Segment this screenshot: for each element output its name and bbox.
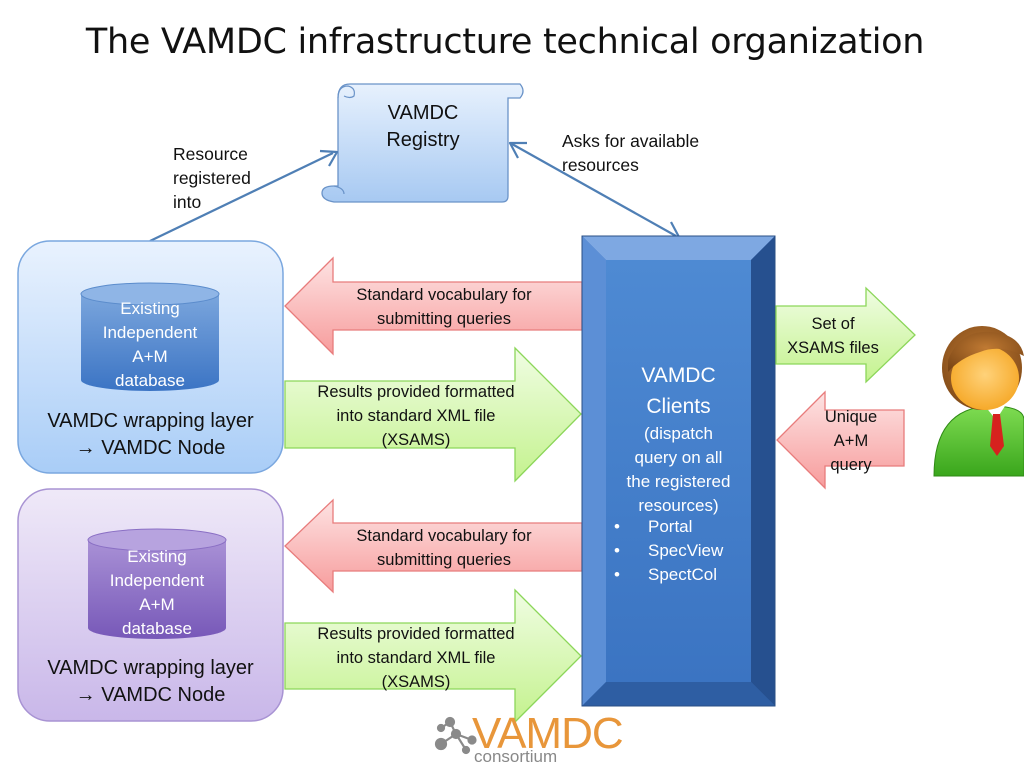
vamdc-logo-graphic [434,716,477,755]
list-item: •Portal [614,515,751,539]
arrow-right-icon: → [75,684,96,706]
vocab-arrow-2 [284,498,583,594]
results-arrow-1 [284,346,582,483]
query-input-arrow [776,390,905,490]
asks-for-resources-annotation: Asks for available resources [562,131,700,175]
logo-word: VAMDC [472,709,624,758]
xsams-output-label: Set of XSAMS files [787,315,879,357]
clients-title-1: VAMDC [641,364,716,387]
registry-line-2: Registry [386,129,460,151]
node-1-wrapping-label: VAMDC wrapping layer → VAMDC Node [47,410,254,459]
clients-description: (dispatch query on all the registered re… [626,424,731,515]
xsams-output-arrow [775,286,916,384]
vocab-arrow-1 [284,256,583,356]
bullet-icon: • [614,517,620,536]
registry-line-1: VAMDC [387,102,459,124]
vocab-arrow-1-label: Standard vocabulary for submitting queri… [356,286,532,328]
clients-label: VAMDC Clients (dispatch query on all the… [606,360,751,518]
results-arrow-1-label: Results provided formatted into standard… [317,383,515,449]
registry-scroll [321,83,524,203]
results-arrow-2 [284,588,582,724]
clients-title-2: Clients [646,395,711,418]
database-1-label: Existing Independent A+M database [102,299,198,390]
list-item: •SpecView [614,539,751,563]
bullet-icon: • [614,541,620,560]
database-2-cylinder [87,528,227,639]
results-arrow-2-label: Results provided formatted into standard… [317,625,515,691]
page-title: The VAMDC infrastructure technical organ… [85,22,925,62]
list-item: •SpectCol [614,563,751,587]
registry-label: VAMDC Registry [338,100,508,154]
database-2-label: Existing Independent A+M database [109,547,205,638]
connector-lines [149,141,681,242]
node-2-wrapping-label: VAMDC wrapping layer → VAMDC Node [47,657,254,706]
vocab-arrow-2-label: Standard vocabulary for submitting queri… [356,527,532,569]
clients-list: •Portal •SpecView •SpectCol [614,515,751,587]
logo-subtitle: consortium [474,747,558,766]
vamdc-logo: VAMDC [472,709,624,758]
vamdc-clients-box [581,235,776,707]
bullet-icon: • [614,565,620,584]
query-input-label: Unique A+M query [824,408,878,474]
database-1-cylinder [80,282,220,391]
user-person-icon [933,326,1024,477]
resource-registered-annotation: Resource registered into [173,144,251,212]
arrow-right-icon: → [75,437,96,459]
